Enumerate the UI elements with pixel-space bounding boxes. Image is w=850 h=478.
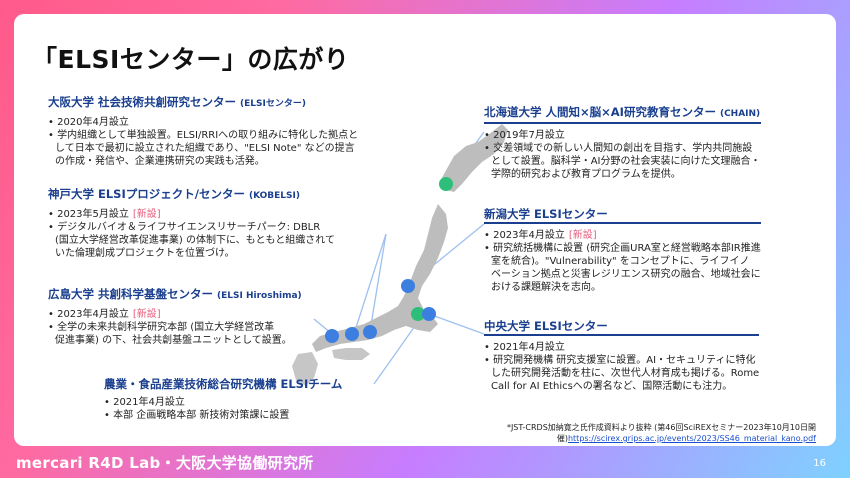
- center-osaka-heading: 大阪大学 社会技術共創研究センター(ELSIセンター): [48, 96, 358, 111]
- center-hokkaido-line: 2019年7月設立: [484, 129, 761, 142]
- shikoku-shape: [332, 348, 370, 360]
- marker-chuo: [422, 307, 436, 321]
- center-kobe-line: (国立大学経営改革促進事業) の体制下に、もともと組織されて: [55, 235, 335, 246]
- center-osaka-line: 学内組織として単独設置。ELSI/RRIへの取り組みに特化した拠点と: [48, 129, 358, 142]
- center-naro: 農業・食品産業技術総合研究機構 ELSIチーム 2021年4月設立 本部 企画戦…: [104, 378, 342, 422]
- center-niigata-date: 2023年4月設立: [493, 230, 565, 241]
- center-hiroshima-line: 促進事業) の下、社会共創基盤ユニットとして設置。: [55, 335, 292, 346]
- source-link[interactable]: https://scirex.grips.ac.jp/events/2023/S…: [567, 434, 816, 443]
- center-kobe-date: 2023年5月設立: [57, 209, 129, 220]
- center-chuo: 中央大学 ELSIセンター 2021年4月設立 研究開発機構 研究支援室に設置。…: [484, 320, 760, 393]
- marker-niigata: [401, 279, 415, 293]
- source-footnote: *JST-CRDS加納寛之氏作成資料より抜粋 (第46回SciREXセミナー20…: [507, 422, 816, 444]
- center-chuo-line: 2021年4月設立: [484, 341, 759, 354]
- connector-chuo: [428, 313, 485, 335]
- center-kobe-line: デジタルバイオ＆ライフサイエンスリサーチパーク: DBLR: [48, 221, 335, 234]
- center-niigata-line: 室を統合)。"Vulnerability" をコンセプトに、ライフイノ: [491, 256, 750, 267]
- marker-hiroshima: [325, 329, 339, 343]
- center-hokkaido-name: 北海道大学 人間知×脳×AI研究教育センター: [484, 105, 716, 119]
- center-kobe-sub: (KOBELSI): [248, 191, 300, 201]
- kyushu-shape: [292, 352, 318, 386]
- center-hiroshima: 広島大学 共創科学基盤センター(ELSI Hiroshima) 2023年4月設…: [48, 288, 302, 347]
- center-chuo-line: 研究開発機構 研究支援室に設置。AI・セキュリティに特化: [484, 354, 759, 367]
- new-badge: [新設]: [132, 209, 161, 220]
- connector-kobe: [353, 233, 387, 335]
- footnote-line2: 催)https://scirex.grips.ac.jp/events/2023…: [507, 433, 816, 444]
- japan-map: [292, 124, 508, 386]
- center-osaka-line: の作成・発信や、企業連携研究の実践も活発。: [55, 156, 265, 167]
- center-chuo-line: した研究開発活動を柱に、次世代人材育成も掲げる。Rome: [491, 368, 760, 379]
- new-badge: [新設]: [568, 230, 597, 241]
- new-badge: [新設]: [132, 309, 161, 320]
- center-hiroshima-name: 広島大学 共創科学基盤センター: [48, 287, 214, 301]
- center-osaka-sub: (ELSIセンター): [240, 99, 306, 109]
- center-hiroshima-date: 2023年4月設立: [57, 309, 129, 320]
- center-hiroshima-date-line: 2023年4月設立[新設]: [48, 308, 302, 321]
- slide: 「ELSIセンター」の広がり 大阪大学 社会技術共創研究センター(ELSIセンタ…: [14, 14, 836, 446]
- center-naro-line: 2021年4月設立: [104, 396, 342, 409]
- marker-hokkaido: [439, 177, 453, 191]
- center-osaka-name: 大阪大学 社会技術共創研究センター: [48, 95, 237, 109]
- center-niigata-heading: 新潟大学 ELSIセンター: [484, 208, 761, 224]
- center-niigata-line: おける課題解決を志向。: [491, 282, 601, 293]
- center-hiroshima-heading: 広島大学 共創科学基盤センター(ELSI Hiroshima): [48, 288, 302, 303]
- connector-osaka: [369, 233, 387, 332]
- center-niigata: 新潟大学 ELSIセンター 2023年4月設立[新設] 研究統括機構に設置 (研…: [484, 208, 761, 294]
- center-naro-heading: 農業・食品産業技術総合研究機構 ELSIチーム: [104, 377, 343, 391]
- center-kobe-date-line: 2023年5月設立[新設]: [48, 208, 335, 221]
- center-hokkaido-line: 交差領域での新しい人間知の創出を目指す、学内共同施設: [484, 142, 761, 155]
- marker-osaka: [363, 325, 377, 339]
- page-title: 「ELSIセンター」の広がり: [32, 45, 350, 74]
- center-kobe-heading: 神戸大学 ELSIプロジェクト/センター(KOBELSI): [48, 188, 335, 203]
- center-naro-line: 本部 企画戦略本部 新技術対策課に設置: [104, 409, 342, 422]
- footer-brand: mercari R4D Lab・大阪大学協働研究所: [16, 454, 314, 472]
- footnote-line2-prefix: 催): [556, 434, 568, 443]
- center-hokkaido-line: 学際的研究および教育プログラムを提供。: [491, 169, 681, 180]
- marker-kobe: [345, 327, 359, 341]
- footnote-line1: *JST-CRDS加納寛之氏作成資料より抜粋 (第46回SciREXセミナー20…: [506, 423, 816, 432]
- center-kobe-line: いた倫理創成プロジェクトを位置づけ。: [55, 248, 235, 259]
- center-hokkaido-heading: 北海道大学 人間知×脳×AI研究教育センター(CHAIN): [484, 106, 761, 124]
- center-niigata-date-line: 2023年4月設立[新設]: [484, 229, 761, 242]
- center-osaka: 大阪大学 社会技術共創研究センター(ELSIセンター) 2020年4月設立 学内…: [48, 96, 358, 168]
- center-hokkaido: 北海道大学 人間知×脳×AI研究教育センター(CHAIN) 2019年7月設立 …: [484, 106, 761, 181]
- center-chuo-heading: 中央大学 ELSIセンター: [484, 320, 760, 336]
- center-niigata-line: ベーション拠点と災害レジリエンス研究の融合、地域社会に: [491, 269, 761, 280]
- center-osaka-line: して日本で最初に設立された組織であり、"ELSI Note" などの提言: [55, 143, 355, 154]
- marker-naro: [411, 307, 425, 321]
- center-osaka-line: 2020年4月設立: [48, 116, 358, 129]
- center-kobe-name: 神戸大学 ELSIプロジェクト/センター: [48, 187, 245, 201]
- center-hokkaido-line: として設置。脳科学・AI分野の社会実装に向けた文理融合・: [491, 156, 761, 167]
- center-hokkaido-sub: (CHAIN): [719, 109, 761, 119]
- center-niigata-line: 研究統括機構に設置 (研究企画URA室と経営戦略本部IR推進: [484, 242, 761, 255]
- center-kobe: 神戸大学 ELSIプロジェクト/センター(KOBELSI) 2023年5月設立[…: [48, 188, 335, 260]
- center-chuo-line: Call for AI Ethicsへの署名など、国際活動にも注力。: [491, 381, 733, 392]
- page-number: 16: [813, 458, 826, 469]
- center-hiroshima-line: 全学の未来共創科学研究本部 (国立大学経営改革: [48, 321, 302, 334]
- center-hiroshima-sub: (ELSI Hiroshima): [217, 291, 302, 301]
